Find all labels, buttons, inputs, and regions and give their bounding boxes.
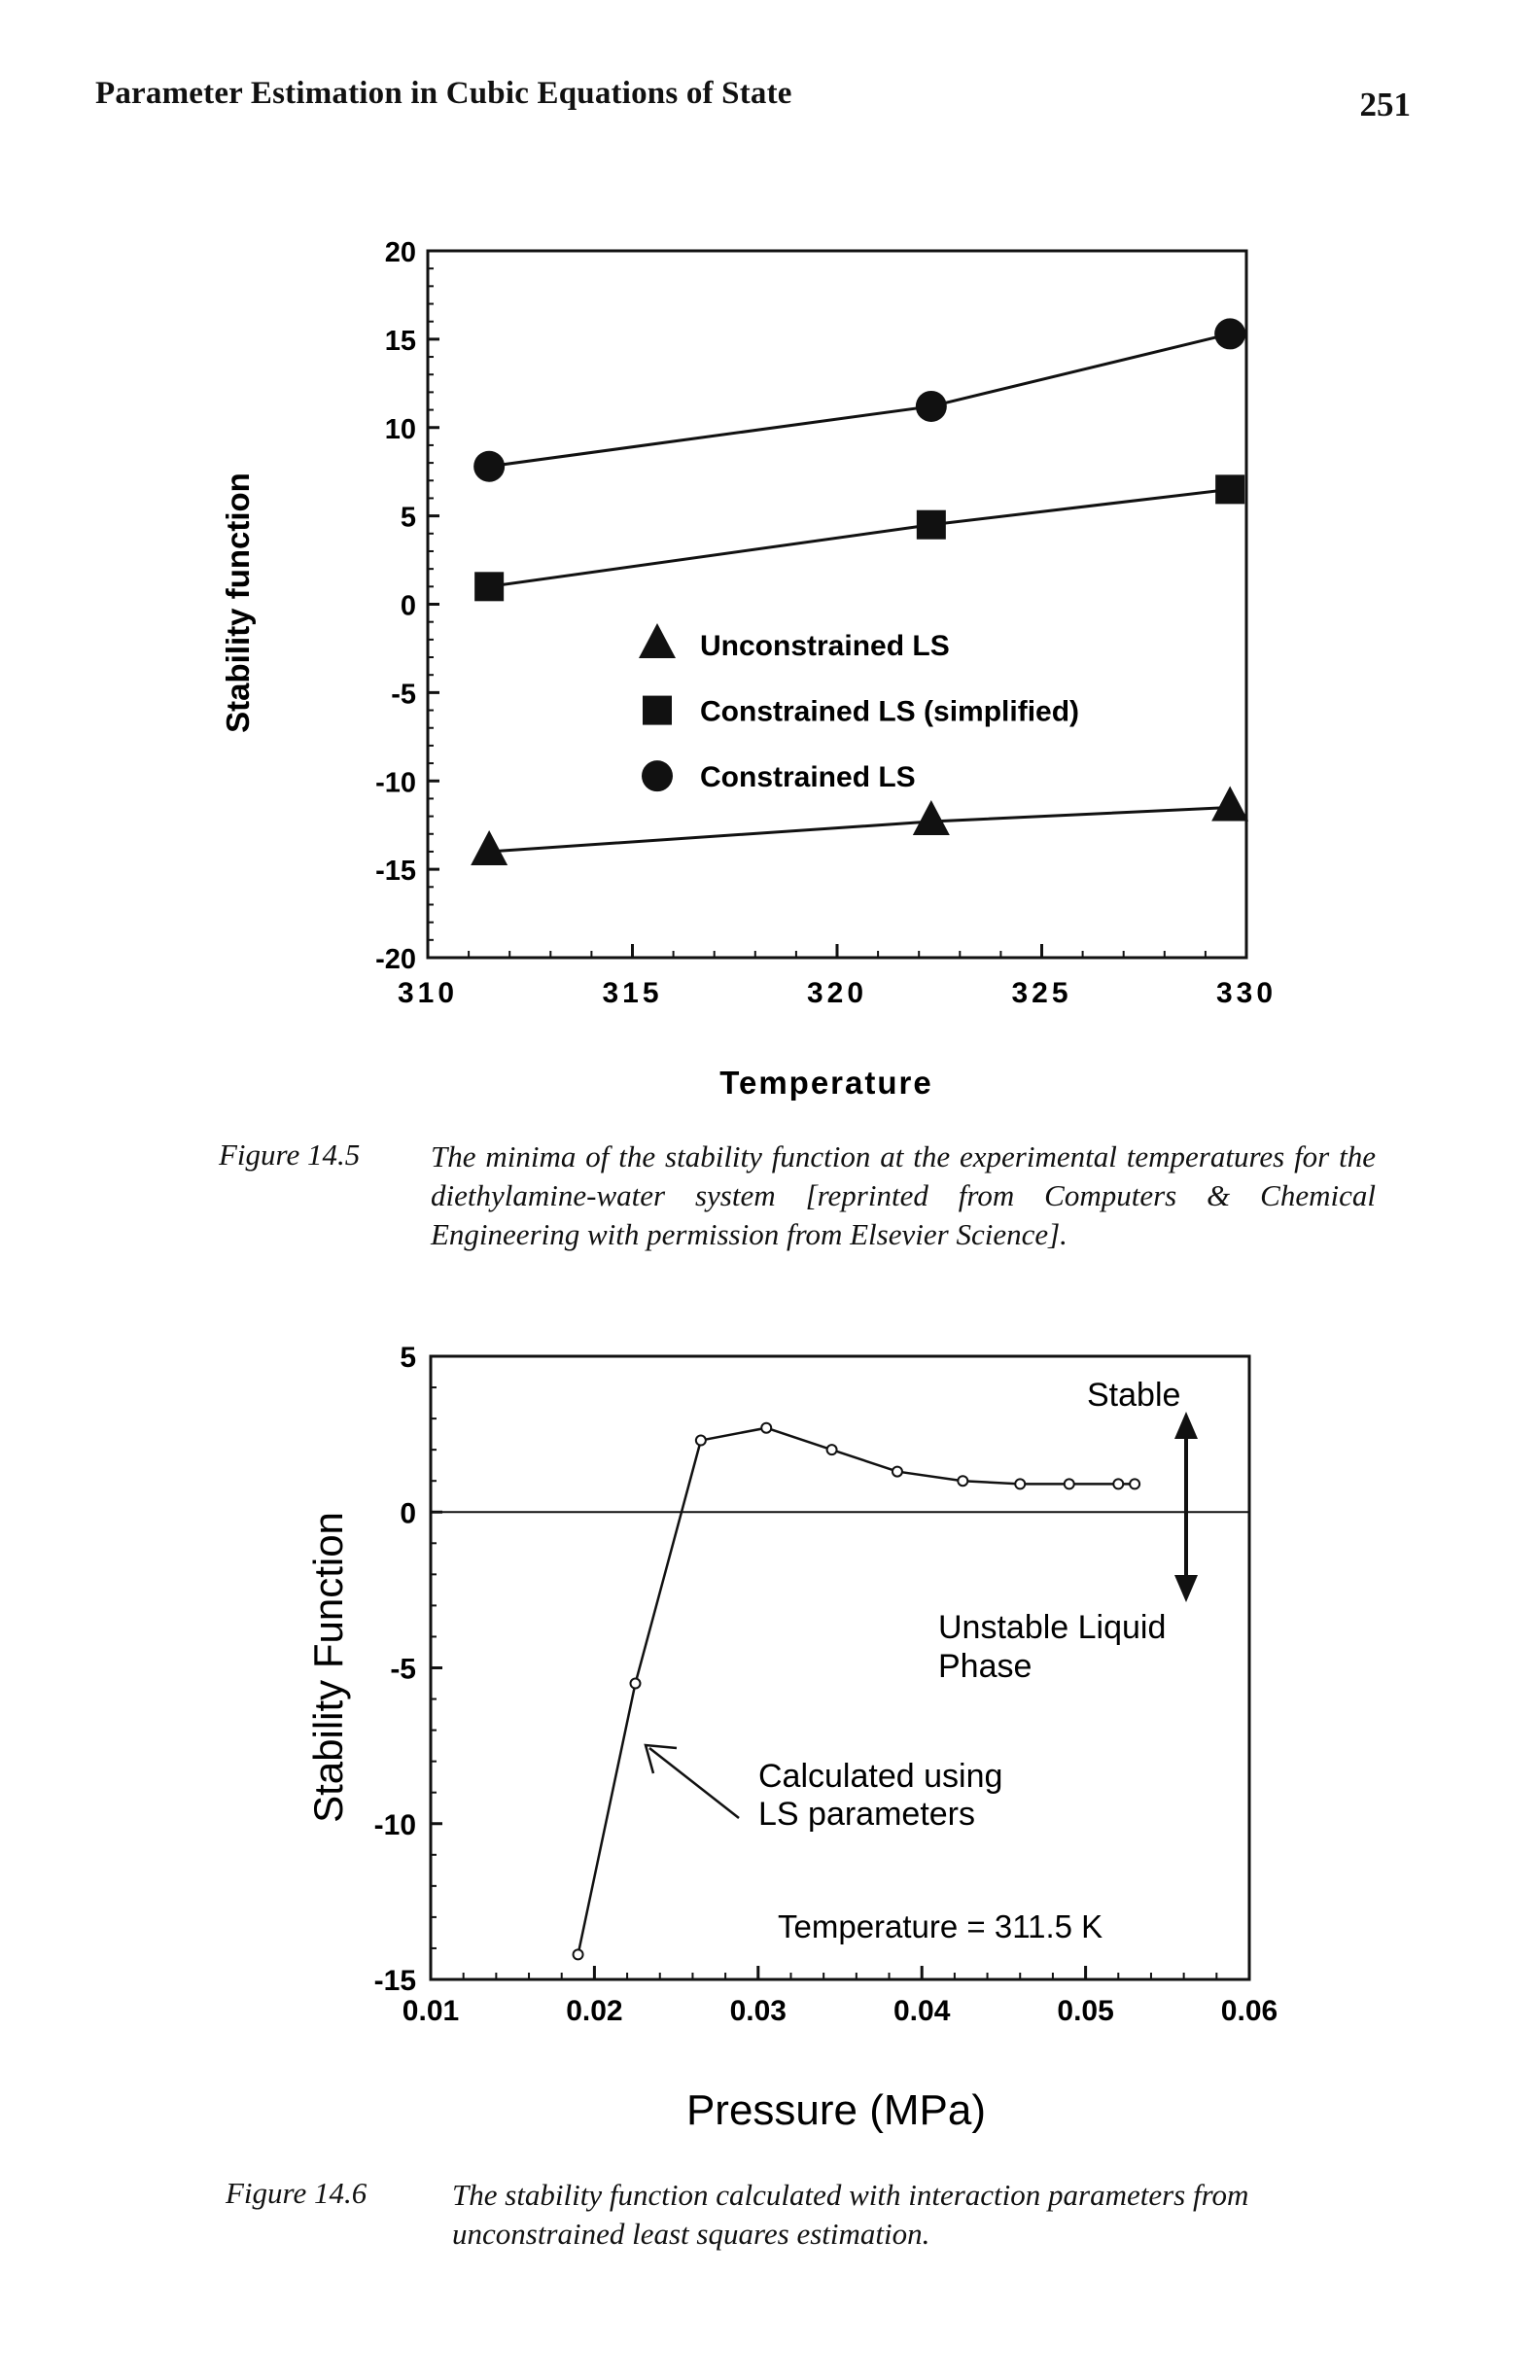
x-tick-label: 0.05 [1057,1995,1113,2027]
y-tick-label: -5 [390,1654,416,1686]
x-tick-label: 320 [807,977,867,1009]
x-tick-label: 0.02 [566,1995,622,2027]
figure-14-6-caption: The stability function calculated with i… [452,2178,1249,2251]
y-tick-label: 10 [385,414,416,445]
data-point [629,1677,642,1690]
x-tick-label: 325 [1011,977,1071,1009]
data-point-circle [915,390,947,422]
x-tick-label: 310 [398,977,458,1009]
arrow-up-icon [1174,1412,1198,1439]
calculated-label-line2: LS parameters [758,1796,975,1833]
x-tick-label: 315 [602,977,662,1009]
calculated-label-line1: Calculated using [758,1758,1002,1795]
y-axis-label: Stability function [220,472,256,733]
x-tick-label: 0.04 [893,1995,951,2027]
data-point [572,1948,584,1961]
running-title: Parameter Estimation in Cubic Equations … [95,76,792,111]
stability-curve [572,1421,1141,1961]
data-point-triangle [1211,786,1249,822]
series-circle [473,318,1246,482]
y-tick-label: 5 [401,503,416,534]
arrow-down-icon [1174,1575,1198,1602]
y-tick-label: -20 [375,944,416,975]
data-point-square [474,572,505,602]
y-axis-label: Stability Function [305,1512,351,1823]
data-point [1063,1478,1075,1490]
stability-vs-pressure-chart: 5 0 -5 -10 -150.01 0.02 0.03 0.04 0.05 0.06Pressu… [305,1342,1278,2134]
legend-label: Constrained LS (simplified) [700,696,1079,728]
series-line [577,1426,1136,1955]
y-tick-label: -5 [391,679,416,710]
pointer-arrow-icon [644,1743,678,1774]
legend-marker-square [643,695,672,725]
data-point-square [916,509,946,540]
plot-frame [429,1354,1251,1981]
legend-label: Constrained LS [700,761,916,793]
y-tick-label: 20 [385,237,416,268]
plot-frame [426,249,1248,960]
x-tick-label: 0.03 [730,1995,787,2027]
x-tick-label: 0.01 [402,1995,459,2027]
series-line [488,487,1231,588]
y-tick-label: -10 [374,1809,416,1841]
x-tick-label: 0.06 [1221,1995,1278,2027]
y-tick-label: 15 [385,326,416,357]
x-tick-label: 330 [1216,977,1277,1009]
data-point [1129,1478,1141,1490]
figure-14-5-caption: The minima of the stability function at … [431,1139,1376,1251]
data-point [891,1465,903,1478]
page-number: 251 [1359,86,1412,123]
data-point-square [1215,474,1245,505]
figure-14-5-label: Figure 14.5 [219,1138,361,1172]
legend: Unconstrained LS Constrained LS (simplifi… [639,623,1079,793]
y-tick-label: 0 [400,1497,416,1529]
data-point [1014,1478,1027,1490]
pointer-arrow-shaft [648,1747,740,1819]
y-tick-label: -10 [375,767,416,798]
legend-marker-triangle [639,623,676,658]
x-axis-label: Temperature [719,1065,932,1101]
y-tick-label: -15 [374,1965,416,1997]
legend-marker-circle [642,760,673,792]
y-tick-label: 0 [401,591,416,622]
y-tick-label: 5 [400,1342,416,1374]
data-point-triangle [471,829,508,865]
figure-14-6-label: Figure 14.6 [226,2176,368,2210]
data-point-circle [1214,318,1246,350]
data-point [957,1475,969,1488]
series-line [489,806,1231,854]
legend-label: Unconstrained LS [700,630,950,662]
data-point [1112,1478,1125,1490]
stable-label: Stable [1087,1377,1180,1414]
data-point-circle [473,450,506,482]
series-triangle [471,786,1249,865]
series-line [488,332,1231,469]
temperature-label: Temperature = 311.5 K [778,1908,1102,1944]
data-point [825,1444,838,1456]
data-point [694,1434,707,1447]
series-square [474,474,1245,602]
data-point [760,1421,773,1434]
data-point-triangle [912,800,950,836]
y-tick-label: -15 [375,856,416,887]
x-axis-label: Pressure (MPa) [686,2086,986,2134]
